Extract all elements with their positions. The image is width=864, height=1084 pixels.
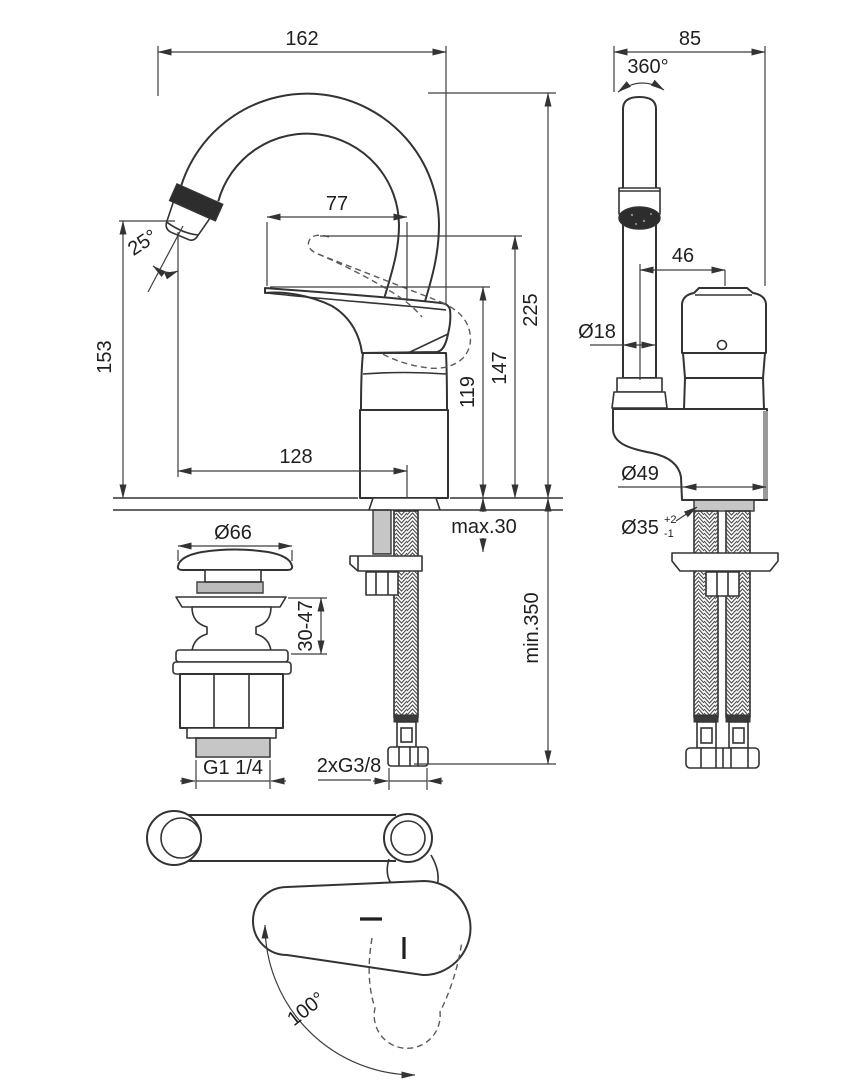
drain-ring-2 — [172, 661, 292, 675]
threaded-stud — [372, 509, 392, 555]
front-dimensions: 162 77 225 147 119 153 128 25° — [94, 28, 556, 790]
cartridge-cover — [682, 352, 766, 379]
body-neck — [360, 352, 448, 411]
front-view: 162 77 225 147 119 153 128 25° — [94, 28, 563, 790]
body-mid-section — [683, 377, 765, 410]
hose-fitting-left — [696, 721, 717, 749]
spout-outlet — [165, 183, 224, 241]
drain-thread-tail — [195, 737, 271, 758]
drain-ring-1 — [175, 649, 289, 663]
drain-cap — [176, 548, 294, 571]
drain-view: Ø66 30-47 G1 1/4 — [172, 522, 327, 789]
mounting-nut-side — [705, 571, 740, 597]
tailpiece — [693, 499, 755, 512]
dim-hole-diameter: Ø35 — [621, 517, 659, 539]
drain-hex-body — [179, 673, 284, 729]
dim-spout-offset: 46 — [672, 245, 694, 267]
dim-spout-width: 162 — [285, 28, 318, 50]
lever-body-outline — [264, 287, 452, 354]
dim-spout-outlet-height: 153 — [94, 340, 116, 373]
body-base — [359, 409, 449, 499]
mounting-flange-side — [671, 552, 779, 572]
handle-side-profile — [681, 287, 767, 354]
dim-spout-angle: 25° — [124, 226, 161, 261]
dim-spout-diameter: Ø18 — [578, 321, 616, 343]
under-deck-front — [349, 509, 429, 767]
lever-underside-seam — [266, 292, 447, 311]
drain-flange — [175, 596, 287, 608]
spout-top-tube — [177, 814, 396, 862]
mounting-nut — [365, 571, 399, 596]
hose-fitting-right — [728, 721, 749, 749]
spout-joint-inner — [390, 820, 426, 856]
dim-spout-reach: 128 — [279, 446, 312, 468]
dim-lever-reach: 77 — [326, 193, 348, 215]
top-view: 100° — [146, 810, 472, 1079]
hose-end-nut — [387, 746, 429, 767]
drain-dimensions: Ø66 30-47 G1 1/4 — [177, 522, 327, 789]
aerator-face — [618, 206, 661, 230]
spout-foot — [611, 391, 668, 409]
countertop — [113, 497, 563, 511]
dim-lever-raised-height: 147 — [489, 351, 511, 384]
side-view: 85 360° 46 Ø18 Ø49 Ø35 +2 -1 — [578, 28, 779, 769]
dim-drain-cap-diameter: Ø66 — [214, 522, 252, 544]
dim-total-height: 225 — [520, 293, 542, 326]
handle-swung-ghost — [368, 937, 463, 1049]
dim-hole-tol-lower: -1 — [664, 528, 674, 540]
drain-step — [186, 727, 277, 739]
flexible-hose — [393, 510, 419, 718]
dim-drain-thread: G1 1/4 — [203, 757, 263, 779]
dim-handle-swivel: 100° — [283, 988, 329, 1031]
drain-stem — [204, 569, 262, 583]
hose-left — [693, 510, 719, 718]
side-dimensions: 85 360° 46 Ø18 Ø49 Ø35 +2 -1 — [578, 28, 767, 540]
dim-hose-length-min: min.350 — [521, 592, 543, 663]
spout-column — [622, 96, 657, 379]
mounting-flange — [349, 555, 423, 572]
spout-collar — [616, 377, 663, 393]
dim-spout-rotation: 360° — [627, 56, 668, 78]
lever-raised-ghost — [307, 234, 472, 369]
hose-right — [725, 510, 751, 718]
dim-lever-height: 119 — [457, 376, 479, 408]
body-chamfer-seam — [407, 333, 449, 354]
base-shade — [763, 411, 768, 499]
neck-seam — [362, 371, 447, 375]
under-deck-side — [671, 499, 779, 769]
dim-hole-tol-upper: +2 — [664, 514, 677, 526]
dim-base-diameter: Ø49 — [621, 463, 659, 485]
dim-drain-deck-range: 30-47 — [295, 600, 317, 651]
drain-knurl-ring — [196, 581, 264, 594]
handle-top-profile — [252, 880, 472, 977]
dim-body-depth: 85 — [679, 28, 701, 50]
spout-arc — [178, 92, 441, 308]
base-side-profile — [612, 408, 768, 501]
hose-crimp-band — [393, 714, 419, 723]
aerator-cup — [618, 187, 661, 215]
handle-screw-hole — [716, 339, 728, 351]
dim-hose-thread: 2xG3/8 — [317, 755, 381, 777]
spout-outlet-ring-inner — [160, 817, 202, 859]
drain-spool-neck — [191, 606, 272, 652]
dim-deck-thickness-max: max.30 — [451, 516, 517, 538]
hose-fitting — [396, 721, 417, 748]
